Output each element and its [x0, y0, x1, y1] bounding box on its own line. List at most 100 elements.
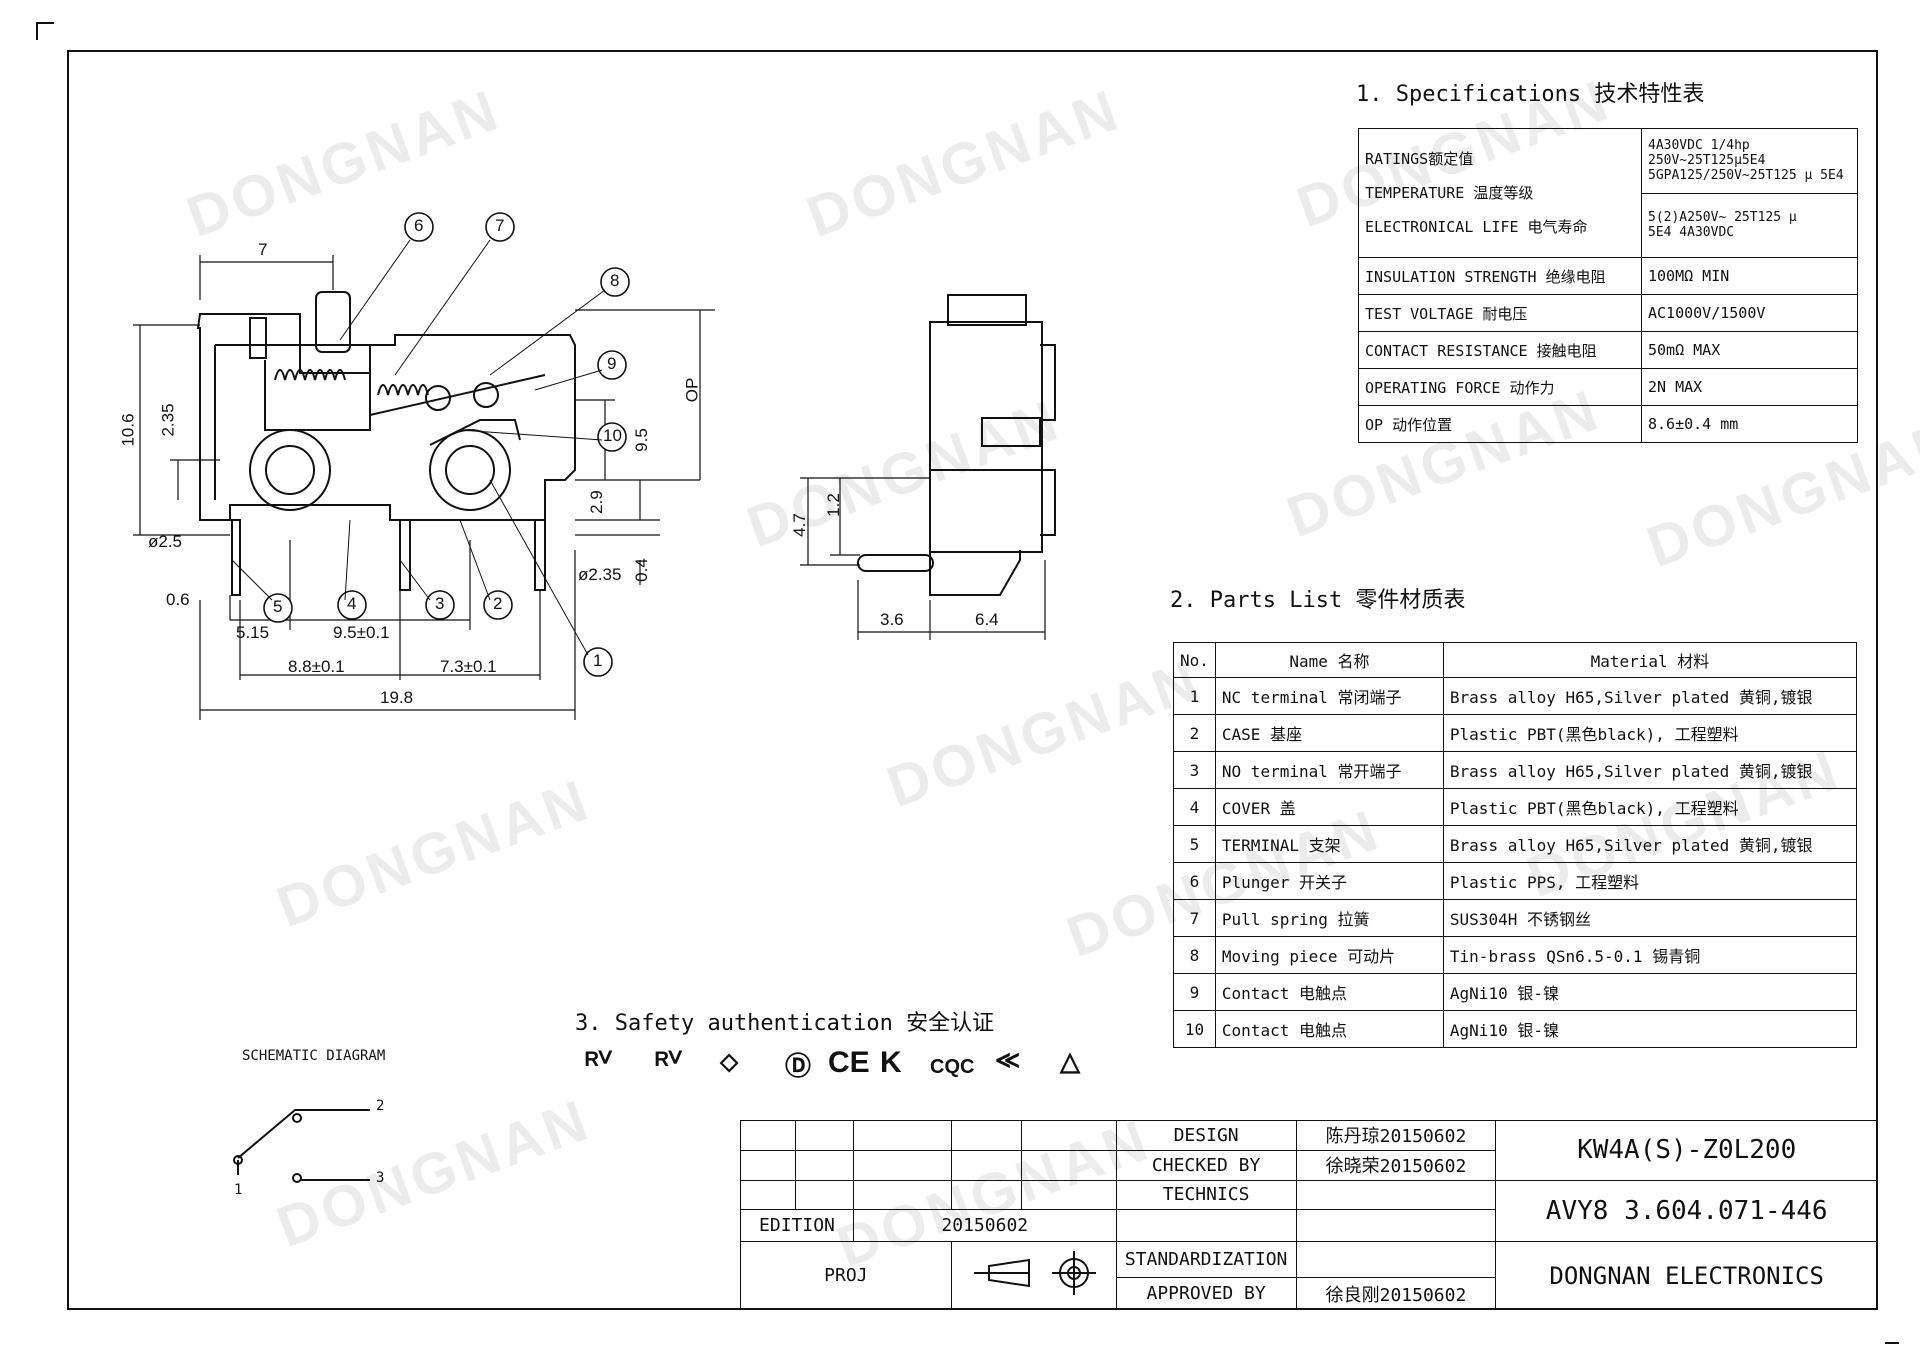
side-view-drawing: [800, 294, 1056, 640]
part-no: 7: [1173, 899, 1216, 937]
tb-cell: [852, 1179, 952, 1211]
ratings-value-cell: 4A30VDC 1/4hp 250V~25T125μ5E4 5GPA125/25…: [1641, 128, 1858, 194]
enec-mark-icon: ≪: [995, 1047, 1021, 1074]
part-material: Brass alloy H65,Silver plated 黄铜,镀银: [1442, 751, 1858, 789]
part-no: 4: [1173, 788, 1216, 826]
part-material: Plastic PBT(黑色black), 工程塑料: [1442, 788, 1858, 826]
spec-value: 8.6±0.4 mm: [1641, 405, 1858, 443]
part-no: 5: [1173, 825, 1216, 863]
specs-title: 1. Specifications 技术特性表: [1356, 82, 1705, 107]
model-number: KW4A(S)-Z0L200: [1495, 1120, 1878, 1181]
dim-19-8: 19.8: [380, 688, 414, 707]
triangle-mark-icon: △: [1060, 1046, 1080, 1076]
part-material: Plastic PPS, 工程塑料: [1442, 862, 1858, 900]
tb-cell: [1020, 1149, 1117, 1181]
tb-cell: [740, 1120, 796, 1151]
parts-header-no: No.: [1173, 642, 1216, 678]
checked-value: 徐晓荣20150602: [1295, 1149, 1497, 1181]
schematic-pin-2: 2: [376, 1098, 385, 1114]
tb-cell: [794, 1149, 854, 1181]
tb-cell: [1115, 1209, 1297, 1243]
dim-7-3: 7.3±0.1: [440, 657, 497, 676]
specs-table: RATINGS额定值 TEMPERATURE 温度等级 ELECTRONICAL…: [1358, 128, 1858, 443]
part-material: Plastic PBT(黑色black), 工程塑料: [1442, 714, 1858, 752]
callout-3: 3: [435, 594, 445, 613]
drawing-number: AVY8 3.604.071-446: [1495, 1179, 1878, 1243]
part-no: 3: [1173, 751, 1216, 789]
edition-value: 20150602: [852, 1209, 1117, 1243]
projection-symbol-icon: [950, 1241, 1117, 1310]
parts-header-material: Material 材料: [1442, 642, 1858, 678]
dim-0-6: 0.6: [166, 590, 190, 609]
checked-label: CHECKED BY: [1115, 1149, 1297, 1181]
part-name: NC terminal 常闭端子: [1214, 677, 1444, 715]
dim-0-4: 0.4: [631, 558, 651, 582]
tb-cell: [1020, 1179, 1117, 1211]
part-name: COVER 盖: [1214, 788, 1444, 826]
tb-cell: [1295, 1241, 1497, 1279]
ratings-value-cell-2: 5(2)A250V~ 25T125 μ 5E4 4A30VDC: [1641, 192, 1858, 258]
front-view-drawing: [133, 212, 715, 720]
tb-cell: [950, 1120, 1022, 1151]
callout-2: 2: [493, 594, 503, 613]
dim-9-5: 9.5: [631, 428, 651, 452]
dim-9-5b: 9.5±0.1: [333, 623, 390, 642]
tb-cell: [794, 1179, 854, 1211]
part-no: 10: [1173, 1010, 1216, 1048]
tb-cell: [740, 1149, 796, 1181]
ul-mark-icon: ᴿⱽ: [585, 1047, 612, 1080]
corner-tick: [1885, 1342, 1899, 1344]
tb-cell: [950, 1179, 1022, 1211]
callout-10: 10: [603, 426, 622, 445]
safety-title: 3. Safety authentication 安全认证: [575, 1011, 995, 1036]
part-material: Brass alloy H65,Silver plated 黄铜,镀银: [1442, 677, 1858, 715]
ul-listed-icon: ᴿⱽ: [655, 1047, 682, 1080]
callout-5: 5: [273, 597, 283, 616]
title-block: DESIGN 陈丹琼20150602 KW4A(S)-Z0L200 CHECKE…: [740, 1120, 1878, 1310]
dim-1-2: 1.2: [823, 493, 843, 517]
dim-4-7: 4.7: [789, 513, 809, 537]
callout-4: 4: [347, 594, 357, 613]
schematic-title: SCHEMATIC DIAGRAM: [242, 1048, 386, 1064]
part-material: AgNi10 银-镍: [1442, 1010, 1858, 1048]
tb-cell: [852, 1120, 952, 1151]
dim-5-15: 5.15: [236, 623, 270, 642]
ratings-label: RATINGS额定值: [1365, 150, 1474, 168]
part-name: TERMINAL 支架: [1214, 825, 1444, 863]
d-mark-icon: Ⓓ: [785, 1051, 812, 1081]
callout-6: 6: [414, 216, 424, 235]
spec-label: OP 动作位置: [1358, 405, 1642, 443]
spec-value: AC1000V/1500V: [1641, 294, 1858, 332]
spec-value: 2N MAX: [1641, 368, 1858, 406]
part-name: NO terminal 常开端子: [1214, 751, 1444, 789]
part-name: Plunger 开关子: [1214, 862, 1444, 900]
dim-d2-35: ø2.35: [578, 565, 622, 584]
parts-title: 2. Parts List 零件材质表: [1170, 588, 1466, 613]
design-value: 陈丹琼20150602: [1295, 1120, 1497, 1151]
spec-value: 50mΩ MAX: [1641, 331, 1858, 369]
tb-cell: [794, 1120, 854, 1151]
corner-mark: [36, 22, 54, 40]
specs-ratings-labels: RATINGS额定值 TEMPERATURE 温度等级 ELECTRONICAL…: [1358, 128, 1642, 258]
callout-7: 7: [495, 216, 505, 235]
ratings-value-2: 5GPA125/250V~25T125 μ 5E4: [1648, 168, 1844, 184]
tb-cell: [852, 1149, 952, 1181]
company-name: DONGNAN ELECTRONICS: [1495, 1241, 1878, 1310]
standardization-label: STANDARDIZATION: [1115, 1241, 1297, 1279]
spec-label: CONTACT RESISTANCE 接触电阻: [1358, 331, 1642, 369]
spec-label: TEST VOLTAGE 耐电压: [1358, 294, 1642, 332]
spec-label: INSULATION STRENGTH 绝缘电阻: [1358, 257, 1642, 295]
tb-cell: [1020, 1120, 1117, 1151]
design-label: DESIGN: [1115, 1120, 1297, 1151]
ccc-mark-icon: CQC: [930, 1056, 975, 1078]
callout-8: 8: [610, 271, 620, 290]
dim-3-6: 3.6: [880, 610, 904, 629]
part-no: 6: [1173, 862, 1216, 900]
